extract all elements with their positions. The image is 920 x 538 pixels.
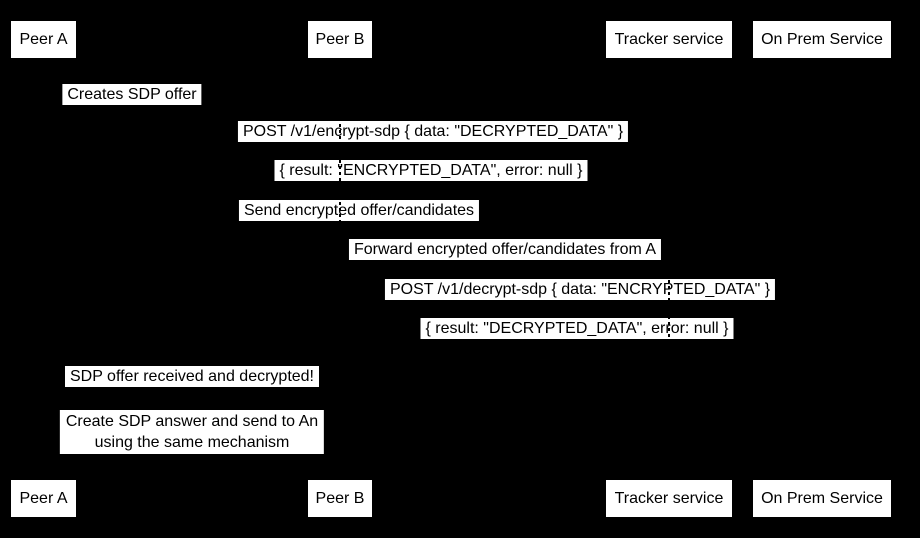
actor-box-on-prem-service-top: On Prem Service bbox=[753, 21, 891, 58]
actor-label: Peer A bbox=[19, 489, 68, 507]
lifeline-on-prem-service bbox=[821, 58, 823, 480]
actor-box-peer-a-bottom: Peer A bbox=[11, 480, 76, 517]
message-create-sdp-answer: Create SDP answer and send to An using t… bbox=[59, 410, 325, 454]
message-post-decrypt-sdp: POST /v1/decrypt-sdp { data: "ENCRYPTED_… bbox=[384, 279, 776, 300]
actor-label: Tracker service bbox=[614, 30, 724, 48]
lifeline-peer-b bbox=[339, 58, 341, 480]
actor-label: Peer A bbox=[19, 30, 68, 48]
message-send-encrypted-offer: Send encrypted offer/candidates bbox=[238, 200, 480, 221]
message-line-1: Create SDP answer and send to An bbox=[65, 413, 319, 430]
actor-box-tracker-service-top: Tracker service bbox=[606, 21, 732, 58]
message-creates-sdp-offer: Creates SDP offer bbox=[62, 84, 202, 105]
actor-box-peer-b-top: Peer B bbox=[308, 21, 372, 58]
actor-label: Tracker service bbox=[614, 489, 724, 507]
message-decrypt-result: { result: "DECRYPTED_DATA", error: null … bbox=[420, 318, 734, 339]
message-encrypt-result: { result: "ENCRYPTED_DATA", error: null … bbox=[274, 160, 588, 181]
actor-label: On Prem Service bbox=[761, 489, 883, 507]
message-sdp-offer-received: SDP offer received and decrypted! bbox=[65, 366, 319, 387]
actor-box-tracker-service-bottom: Tracker service bbox=[606, 480, 732, 517]
lifeline-peer-a bbox=[42, 58, 44, 480]
actor-box-on-prem-service-bottom: On Prem Service bbox=[753, 480, 891, 517]
actor-label: Peer B bbox=[315, 489, 365, 507]
message-forward-encrypted-offer: Forward encrypted offer/candidates from … bbox=[348, 239, 662, 260]
actor-label: On Prem Service bbox=[761, 30, 883, 48]
actor-box-peer-b-bottom: Peer B bbox=[308, 480, 372, 517]
actor-box-peer-a-top: Peer A bbox=[11, 21, 76, 58]
actor-label: Peer B bbox=[315, 30, 365, 48]
lifeline-tracker-service bbox=[668, 58, 670, 480]
message-line-2: using the same mechanism bbox=[94, 434, 290, 451]
message-post-encrypt-sdp: POST /v1/encrypt-sdp { data: "DECRYPTED_… bbox=[237, 121, 629, 142]
